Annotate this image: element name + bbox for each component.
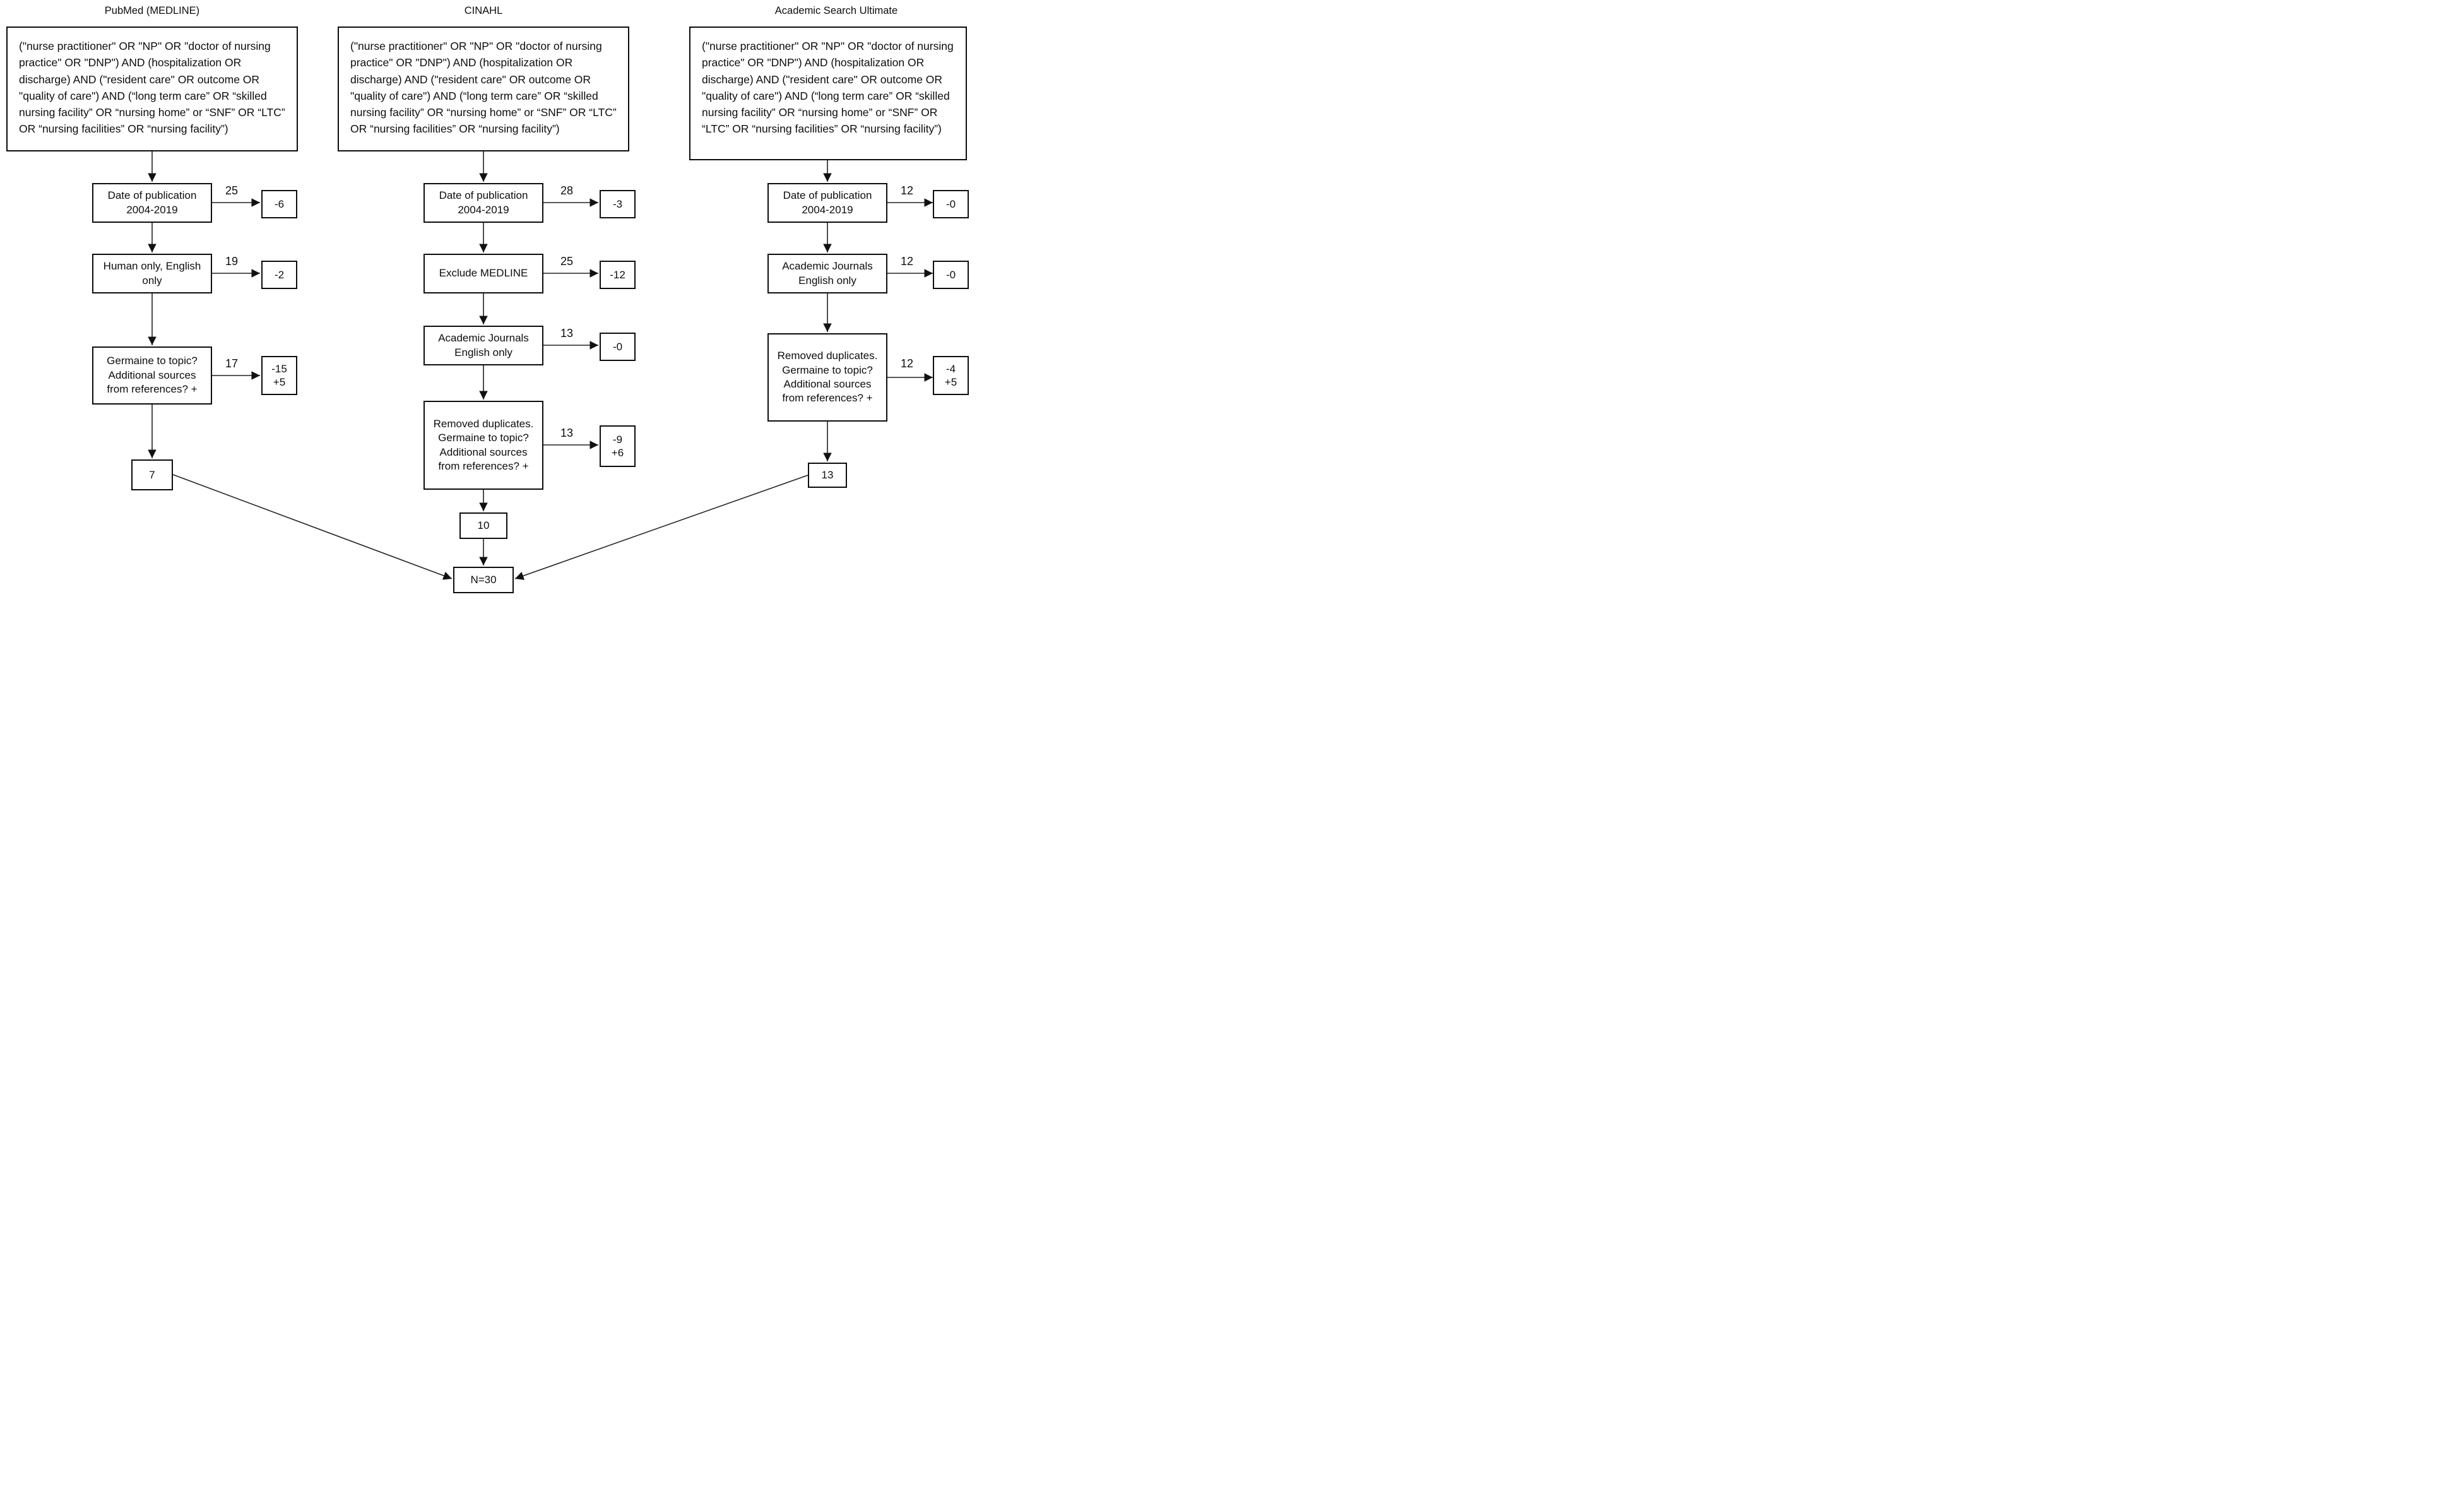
exclusion-box: -2 [261,261,297,289]
step-count: 13 [560,427,574,439]
search-query-box-pubmed: ("nurse practitioner" OR "NP" OR "doctor… [6,27,298,151]
step-count: 12 [900,255,914,268]
step-box-date-of-publication: Date of publication 2004-2019 [92,183,212,223]
step-box-academic-journals: Academic Journals English only [767,254,887,293]
result-box-academic-search-ultimate: 13 [808,463,847,488]
step-count: 12 [900,357,914,370]
exclusion-box: -9 +6 [600,425,636,467]
step-box-removed-duplicates: Removed duplicates. Germaine to topic? A… [767,333,887,422]
step-box-germaine-to-topic: Germaine to topic? Additional sources fr… [92,346,212,405]
search-query-box-cinahl: ("nurse practitioner" OR "NP" OR "doctor… [338,27,629,151]
exclusion-box: -4 +5 [933,356,969,395]
step-count: 13 [560,327,574,340]
result-box-cinahl: 10 [459,512,507,539]
exclusion-box: -0 [933,261,969,289]
step-box-exclude-medline: Exclude MEDLINE [424,254,543,293]
step-box-date-of-publication: Date of publication 2004-2019 [424,183,543,223]
step-count: 25 [225,184,239,197]
step-box-human-english-only: Human only, English only [92,254,212,293]
step-box-removed-duplicates: Removed duplicates. Germaine to topic? A… [424,401,543,490]
flow-diagram: PubMed (MEDLINE) ("nurse practitioner" O… [0,0,985,600]
step-count: 19 [225,255,239,268]
exclusion-box: -3 [600,190,636,218]
step-box-academic-journals: Academic Journals English only [424,326,543,365]
step-count: 28 [560,184,574,197]
step-count: 25 [560,255,574,268]
step-count: 17 [225,357,239,370]
step-count: 12 [900,184,914,197]
exclusion-box: -0 [600,333,636,361]
search-query-box-academic-search-ultimate: ("nurse practitioner" OR "NP" OR "doctor… [689,27,967,160]
exclusion-box: -12 [600,261,636,289]
column-title-pubmed: PubMed (MEDLINE) [104,5,200,16]
exclusion-box: -6 [261,190,297,218]
exclusion-box: -15 +5 [261,356,297,395]
final-total-box: N=30 [453,567,514,593]
exclusion-box: -0 [933,190,969,218]
result-box-pubmed: 7 [131,459,173,490]
column-title-cinahl: CINAHL [464,5,503,16]
column-title-academic-search-ultimate: Academic Search Ultimate [774,5,898,16]
step-box-date-of-publication: Date of publication 2004-2019 [767,183,887,223]
